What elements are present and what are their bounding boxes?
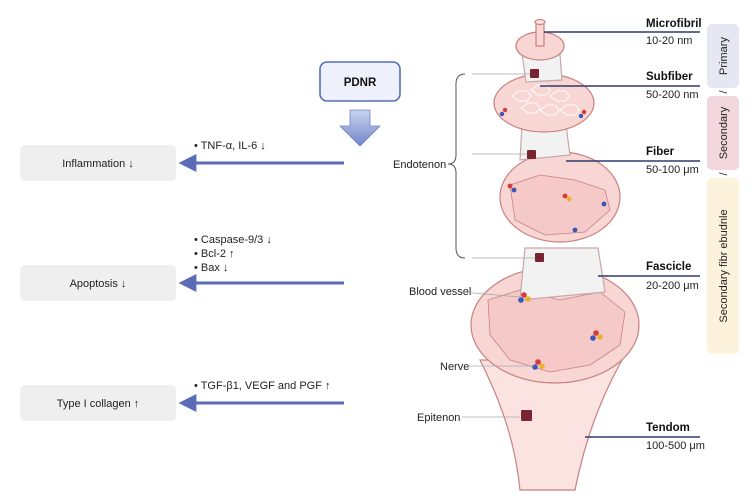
note-apoptosis-2: • Bcl-2 ↑ [194, 248, 235, 260]
tendon-structure [470, 18, 640, 491]
connector-fiber-fascicle [519, 247, 606, 301]
pdnr-label: PDNR [344, 77, 377, 89]
note-apoptosis-1: • Caspase-9/3 ↓ [194, 234, 272, 246]
epitenon-label: Epitenon [417, 412, 460, 424]
level-size-fiber: 50-100 μm [646, 164, 699, 176]
level-name-tendom: Tendom [646, 422, 690, 434]
band-secondary [707, 96, 739, 170]
effect-box-collagen [20, 385, 176, 421]
band-primary [707, 24, 739, 88]
note-collagen-1: • TGF-β1, VEGF and PGF ↑ [194, 380, 331, 392]
level-leaders [540, 31, 700, 438]
blood-vessel-label: Blood vessel [409, 286, 471, 298]
level-size-subfiber: 50-200 nm [646, 89, 699, 101]
effect-box-inflammation [20, 145, 176, 181]
band-sep-1: / [718, 90, 730, 94]
level-size-tendom: 100-500 μm [646, 440, 705, 452]
band-secondary-label: Secondary [718, 106, 730, 159]
endotenon-bracket [447, 73, 466, 259]
pdnr-down-arrow [339, 109, 381, 147]
microfibril-strand [535, 21, 545, 47]
note-inflammation-1: • TNF-α, IL-6 ↓ [194, 140, 266, 152]
level-name-microfibril: Microfibril [646, 18, 702, 30]
band-tertiary-label: Secondary fibr ebudnle [718, 209, 730, 322]
level-size-fascicle: 20-200 μm [646, 280, 699, 292]
endotenon-markers [521, 69, 544, 421]
fiber-inner [509, 174, 611, 236]
band-primary-label: Primary [718, 37, 730, 75]
level-name-fiber: Fiber [646, 146, 675, 158]
nerve-label: Nerve [440, 361, 469, 373]
effect-box-apoptosis [20, 265, 176, 301]
subfiber-hexes [511, 84, 580, 116]
level-size-microfibril: 10-20 nm [646, 35, 692, 47]
blood-vessel-pointer [461, 291, 521, 298]
band-tertiary [707, 178, 739, 354]
effect-label-apoptosis: Apoptosis ↓ [70, 278, 127, 290]
level-name-fascicle: Fascicle [646, 261, 691, 273]
pdnr-box [319, 61, 401, 102]
band-sep-2: / [718, 172, 730, 176]
vessel-nerve-dots [499, 107, 607, 370]
microfibril-tip [534, 18, 546, 26]
note-apoptosis-3: • Bax ↓ [194, 262, 228, 274]
endotenon-label: Endotenon [393, 159, 446, 171]
effect-label-collagen: Type I collagen ↑ [57, 398, 140, 410]
effect-label-inflammation: Inflammation ↓ [62, 158, 134, 170]
subfiber-disc [493, 73, 595, 133]
level-name-subfiber: Subfiber [646, 71, 693, 83]
tendon-base [479, 359, 624, 491]
